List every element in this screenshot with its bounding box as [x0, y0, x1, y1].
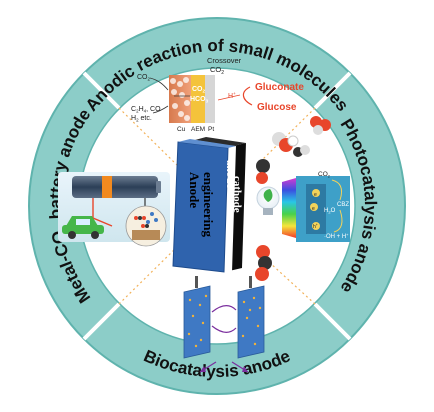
co2-release-arrow	[331, 179, 343, 201]
central-device: Anode engineering cathode anode	[172, 137, 246, 273]
bio-arrow-head-left	[200, 366, 206, 372]
h2o-label: H2O	[324, 208, 336, 215]
electron-site-2	[310, 203, 318, 211]
electron-label: e	[314, 192, 317, 198]
proton-arrow	[217, 94, 241, 101]
cu-particles	[170, 77, 190, 121]
molecule-icon	[255, 245, 272, 281]
anode-engineering-label: Anode	[187, 172, 202, 208]
ring-dividers	[82, 71, 352, 341]
anode-slab-front	[172, 141, 229, 273]
car-icon	[62, 216, 104, 239]
bio-arrow-bottom	[211, 325, 237, 333]
electrolysis-panel: Crossover CO2 CO2 HCO3 CO2 C2H4, CO H2 e…	[131, 56, 304, 133]
co2-input-arrow	[149, 77, 169, 91]
glucose-to-gluconate-arrow	[242, 86, 253, 106]
layer-label-pt: Pt	[208, 126, 214, 133]
anode-side-label: anode	[224, 160, 236, 188]
hole-label: h+	[313, 223, 318, 230]
reactants-label-2: H2 etc.	[131, 115, 152, 123]
hole-site	[312, 222, 320, 230]
layer-label-cu: Cu	[177, 126, 186, 133]
biocatalysis-panel	[183, 276, 265, 373]
bio-arrow-head-right	[242, 366, 248, 372]
glucose-label: Glucose	[257, 102, 297, 113]
reactants-label: C2H4, CO	[131, 106, 161, 114]
proton-label: H+	[228, 91, 236, 100]
cbz-label: CBZ	[337, 202, 349, 208]
mid-hco3-label: HCO3	[190, 96, 209, 104]
crossover-label: Crossover	[207, 56, 242, 65]
anode-slab-top	[178, 139, 236, 148]
separator	[224, 146, 236, 272]
oh-label: ·OH + H+	[324, 232, 349, 240]
battery-icon	[72, 176, 161, 198]
dotted-dividers	[118, 107, 316, 305]
leaf-icon	[263, 189, 273, 202]
cathode-side-label: cathode	[231, 176, 243, 213]
cu-layer	[169, 75, 191, 123]
crossover-co2: CO2	[210, 65, 224, 76]
co2-output-label: CO2	[318, 171, 331, 179]
cathode-slab-top	[195, 137, 246, 146]
reactants-arrow	[152, 105, 169, 114]
gluconate-label: Gluconate	[255, 82, 304, 93]
aem-layer	[191, 75, 205, 123]
electrode-icon	[183, 276, 211, 359]
electrode-icon	[237, 276, 265, 359]
molecule-icon	[132, 212, 160, 240]
pt-layer	[205, 75, 215, 123]
co2-input-label: CO2	[137, 74, 151, 82]
battery-panel	[58, 172, 170, 247]
photocatalysis-panel: e e h+ H2O CBZ ·OH + H+ CO2	[255, 116, 350, 281]
cbz-oxidation-arrow	[333, 209, 343, 233]
electron-label-2: e	[312, 206, 315, 212]
layer-label-aem: AEM	[191, 126, 205, 133]
bio-arrow-top	[211, 305, 237, 313]
anode-engineering-label-2: engineering	[201, 172, 216, 237]
mid-co2-label: CO2	[192, 86, 206, 94]
light-spectrum	[282, 178, 296, 238]
electron-site	[312, 189, 320, 197]
molecule-icon	[256, 116, 331, 184]
